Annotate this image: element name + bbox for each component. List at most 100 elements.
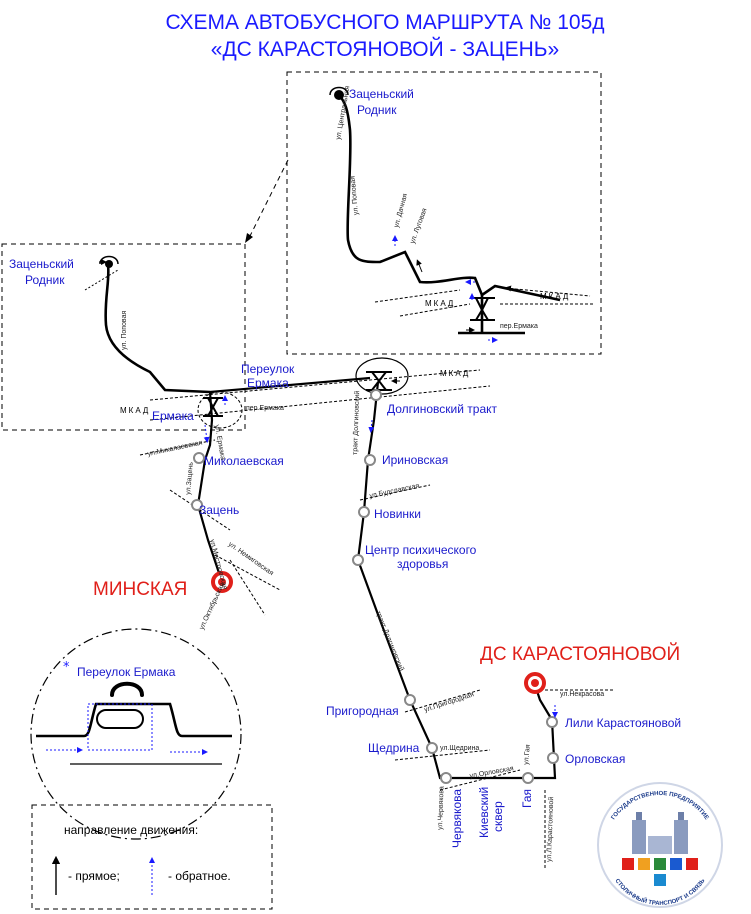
stop-marker-zacen[interactable] [191, 499, 203, 511]
street-line-prigorodnaya [404, 689, 481, 713]
circle-inset-frame [30, 628, 242, 840]
stop-label-center-1: Центр психического [365, 543, 477, 557]
street-line-mikolaevskaya [139, 439, 216, 456]
street-label-per-ermaka: пер.Ермака [246, 405, 284, 412]
legend-reverse-label: - обратное. [168, 869, 231, 883]
stop-label-dolginovsky: Долгиновский тракт [387, 402, 498, 416]
stop-label-ermaka: Ермака [152, 409, 194, 423]
legend-heading: направление движения: [64, 823, 198, 837]
mkad-road-top [149, 369, 481, 401]
stop-label-pereulok-ermaka-1: Переулок [241, 362, 295, 376]
street-line-orlovskaya [439, 769, 521, 791]
legend-frame [31, 804, 273, 910]
route-main-segment [356, 381, 557, 780]
left-side-road [84, 269, 119, 291]
inset-connector [248, 159, 289, 239]
stop-label-mikolaevskaya: Миколаевская [204, 454, 284, 468]
street-label-gaya: ул.Гая [523, 744, 532, 765]
street-line-shchedrina [394, 749, 491, 761]
inset-interchange-icon [470, 297, 495, 321]
stop-label-center-2: здоровья [397, 557, 448, 571]
left-stop-zacen-rodnik-1: Заценьский [9, 257, 74, 271]
inset-mkad-road-2 [399, 303, 471, 317]
inset-terminal-loop [329, 86, 349, 96]
street-label-zacen: ул.Зацень [185, 462, 195, 496]
map-title-line1: СХЕМА АВТОБУСНОГО МАРШРУТА № 105д [165, 11, 604, 34]
street-line-neyvinskaya [214, 554, 281, 591]
street-label-prigorodnaya: ул.Пригородная [423, 691, 475, 714]
left-inset-route [104, 264, 211, 394]
inset-mkad-road-3 [504, 287, 591, 297]
inset-stop-zacen-rodnik-2: Родник [357, 103, 397, 117]
circle-inset-star-icon: * [63, 660, 70, 675]
inset-terminal-dot [334, 90, 344, 100]
stop-label-irinovskaya: Ириновская [382, 453, 448, 467]
stop-label-zacen: Зацень [199, 503, 239, 517]
stop-marker-center[interactable] [352, 554, 364, 566]
inset-mkad-road-1 [374, 289, 461, 303]
inset-forward-arrow-2 [416, 259, 423, 273]
reverse-arrow-1 [368, 419, 375, 433]
stop-label-novinki: Новинки [374, 507, 421, 521]
inset-stop-zacen-rodnik-1: Заценьский [349, 87, 414, 101]
street-label-trakt-dolg: тракт Долгиновский [351, 391, 361, 456]
street-label-nekrasova: ул.Некрасова [560, 691, 604, 698]
terminal-label-minskaya: МИНСКАЯ [93, 579, 187, 600]
stop-marker-gaya[interactable] [522, 772, 534, 784]
logo-buildings-icon [632, 812, 688, 854]
inset-street-dachnaya: ул. Дачная [393, 193, 409, 229]
interchange-dolginovsky-icon [366, 371, 392, 391]
stop-label-gaya: Гая [520, 789, 534, 808]
inset-connector-arrow [245, 233, 253, 243]
inset-forward-arrow-1 [505, 285, 521, 292]
left-terminal-dot [105, 260, 113, 268]
terminal-label-karastoyanovoy: ДС КАРАСТОЯНОВОЙ [480, 643, 680, 665]
inset-street-per-ermaka: пер.Ермака [500, 323, 538, 330]
stop-label-kievsky-2: сквер [491, 801, 505, 832]
mkad-label-left: МКАД [120, 406, 150, 415]
inset-route-line [337, 93, 561, 302]
left-street-popovaya: ул. Поповая [121, 311, 128, 350]
street-label-neyvinskaya: ул. Немиговская [227, 541, 275, 577]
stop-label-shchedrina: Щедрина [368, 741, 420, 755]
inset-street-lugovaya: ул. Луговая [409, 207, 428, 244]
stop-marker-shchedrina[interactable] [426, 742, 438, 754]
stop-marker-prigorodnaya[interactable] [404, 694, 416, 706]
stop-marker-orlovskaya[interactable] [547, 752, 559, 764]
inset-mkad-label-2: МКАД [540, 292, 570, 301]
stop-marker-chervyakova[interactable] [440, 772, 452, 784]
left-stop-zacen-rodnik-2: Родник [25, 273, 65, 287]
legend-forward-label: - прямое; [68, 869, 120, 883]
reverse-arrow-2 [203, 424, 210, 443]
mkad-road-bottom [149, 385, 491, 421]
stop-marker-irinovskaya[interactable] [364, 454, 376, 466]
map-title-line2: «ДС КАРАСТОЯНОВОЙ - ЗАЦЕНЬ» [211, 37, 559, 61]
inset-detail-frame [286, 71, 602, 355]
street-label-shchedrina: ул.Щедрина [440, 745, 479, 752]
inset-street-popovaya: ул. Поповая [350, 176, 360, 216]
route-zacen-segment [196, 391, 224, 583]
stop-marker-dolginovsky[interactable] [370, 389, 382, 401]
stop-label-chervyakova: Червякова [450, 789, 464, 848]
stop-label-orlovskaya: Орловская [565, 752, 625, 766]
street-label-oktyabrskaya: ул.Октябрьская [198, 581, 227, 631]
stop-label-kievsky-1: Киевский [477, 787, 491, 838]
stop-marker-mikolaevskaya[interactable] [193, 452, 205, 464]
circle-inset-island [96, 709, 144, 729]
logo-transport-icons [622, 858, 698, 886]
interchange-ermaka-loop [197, 391, 243, 429]
terminal-dot-karastoyanovoy [531, 679, 539, 687]
street-label-karastoyanovoy: ул.Л.Карастояновой [545, 797, 555, 863]
stop-marker-lili[interactable] [546, 716, 558, 728]
interchange-ermaka-icon [203, 397, 223, 417]
stop-marker-novinki[interactable] [358, 506, 370, 518]
mkad-label-right: МКАД [440, 369, 470, 378]
route-mkad-segment [209, 376, 371, 394]
inset-mkad-label: МКАД [425, 299, 455, 308]
circle-inset-reverse-loop [87, 703, 153, 751]
stop-label-lili: Лили Карастояновой [565, 716, 681, 730]
street-label-chervyakova: ул.Червякова [437, 786, 446, 830]
stop-label-prigorodnaya: Пригородная [326, 704, 399, 718]
stop-label-pereulok-ermaka-2: Ермака [247, 376, 289, 390]
